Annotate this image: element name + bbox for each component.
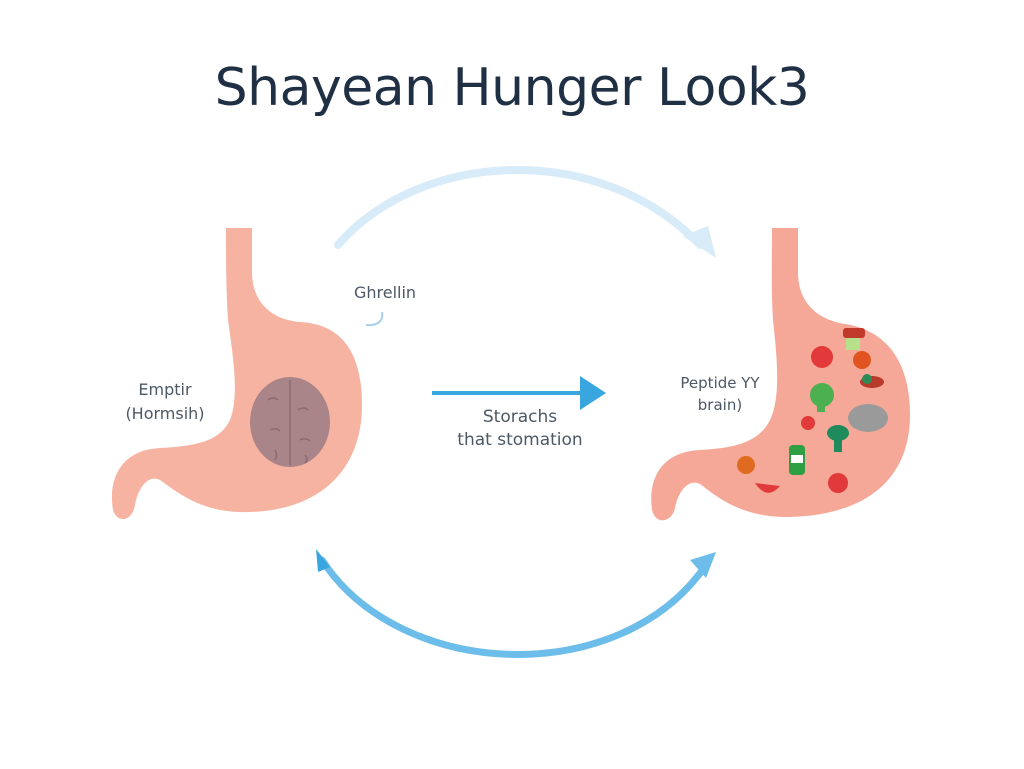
diagram-title: Shayean Hunger Look3 xyxy=(214,58,810,118)
center-label-line1: Storachs xyxy=(482,407,558,427)
empty-stomach-icon xyxy=(111,228,362,520)
empty-label-line1: Emptir xyxy=(138,380,192,399)
empty-label-line2: (Hormsih) xyxy=(125,404,205,423)
top-cycle-arrow-icon xyxy=(334,166,716,258)
center-arrow-icon xyxy=(432,376,606,410)
full-stomach-icon xyxy=(651,228,910,521)
bottom-cycle-arrow-icon xyxy=(316,549,716,658)
ghrelin-curl-icon xyxy=(365,311,384,327)
brain-icon xyxy=(250,377,330,467)
peptide-label-line2: brain) xyxy=(697,396,743,414)
peptide-label-line1: Peptide YY xyxy=(680,374,760,392)
center-label-line2: that stomation xyxy=(457,430,583,450)
ghrelin-label: Ghrellin xyxy=(353,283,417,302)
food-items-icon xyxy=(737,328,888,493)
